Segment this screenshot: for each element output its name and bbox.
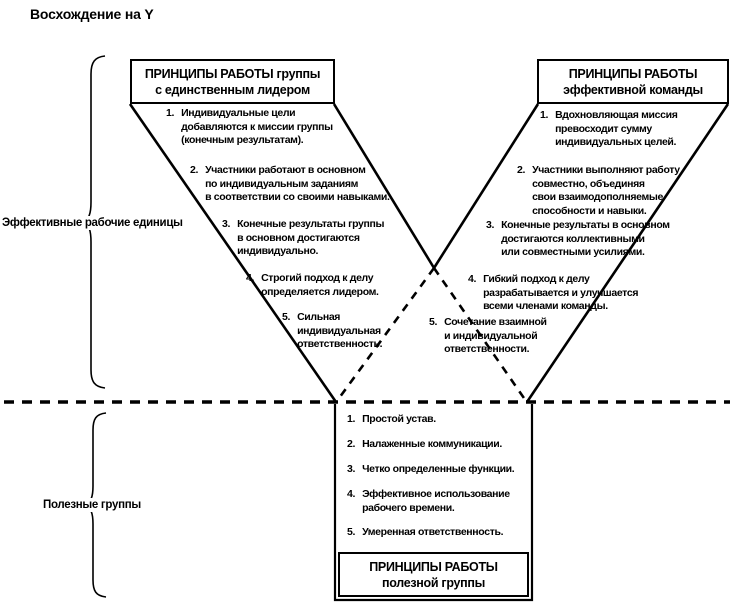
item-number: 3. [347,463,356,475]
list-item: 4. Эффективное использование рабочего вр… [347,488,510,515]
list-item: 4. Гибкий подход к делу разрабатывается … [468,273,638,314]
list-item: 3. Конечные результаты группы в основном… [222,218,384,259]
box-team-title-line1: ПРИНЦИПЫ РАБОТЫ [568,66,698,81]
box-useful-title-line2: полезной группы [381,575,486,590]
list-item: 3. Конечные результаты в основном достиг… [486,219,670,260]
item-number: 2. [190,164,199,176]
list-item: 4. Строгий подход к делу определяется ли… [246,272,379,299]
item-text: Эффективное использование рабочего време… [362,488,510,514]
dashed-line-right [432,267,528,402]
item-text: Сильная индивидуальная ответственность. [297,311,383,350]
item-number: 1. [540,109,549,121]
box-leader-title-line1: ПРИНЦИПЫ РАБОТЫ группы [144,66,321,81]
item-text: Участники работают в основном по индивид… [205,164,390,203]
list-item: 1. Индивидуальные цели добавляются к мис… [166,107,333,148]
item-text: Индивидуальные цели добавляются к миссии… [181,107,333,146]
list-item: 3. Четко определенные функции. [347,463,515,477]
item-number: 4. [246,272,255,284]
item-text: Участники выполняют работу совместно, об… [532,164,680,217]
list-item: 2. Налаженные коммуникации. [347,438,502,452]
item-text: Простой устав. [362,413,436,425]
list-item: 5. Сильная индивидуальная ответственност… [282,311,383,352]
item-text: Сочетание взаимной и индивидуальной отве… [444,316,547,355]
item-text: Гибкий подход к делу разрабатывается и у… [483,273,639,312]
box-effective-team-title: ПРИНЦИПЫ РАБОТЫ эффективной команды [537,59,729,104]
item-number: 3. [486,219,495,231]
list-item: 2. Участники работают в основном по инди… [190,164,390,205]
line-right-inner [432,103,540,269]
item-text: Четко определенные функции. [362,463,515,475]
item-text: Конечные результаты в основном достигают… [501,219,670,258]
list-item: 1. Вдохновляющая миссия превосходит сумм… [540,109,678,150]
item-number: 3. [222,218,231,230]
item-number: 2. [347,438,356,450]
item-number: 4. [468,273,477,285]
item-text: Конечные результаты группы в основном до… [237,218,385,257]
item-text: Строгий подход к делу определяется лидер… [261,272,379,298]
list-item: 5. Сочетание взаимной и индивидуальной о… [429,316,547,357]
item-number: 5. [347,526,356,538]
box-leader-group-title: ПРИНЦИПЫ РАБОТЫ группы с единственным ли… [130,59,335,104]
bottom-box-frame [333,404,534,602]
box-team-title-line2: эффективной команды [563,82,703,97]
item-number: 5. [282,311,291,323]
page-title: Восхождение на Y [30,6,154,22]
box-leader-title-line2: с единственным лидером [155,82,310,97]
list-item: 2. Участники выполняют работу совместно,… [517,164,680,218]
item-text: Вдохновляющая миссия превосходит сумму и… [555,109,678,148]
line-right-outer [525,103,730,403]
line-left-inner [332,103,436,269]
line-left-outer [128,103,338,403]
dashed-line-left [335,267,436,402]
item-text: Умеренная ответственность. [362,526,504,538]
item-number: 2. [517,164,526,176]
item-number: 1. [347,413,356,425]
item-number: 1. [166,107,175,119]
list-item: 1. Простой устав. [347,413,436,427]
item-text: Налаженные коммуникации. [362,438,502,450]
label-effective-work-units: Эффективные рабочие единицы [2,216,186,230]
item-number: 5. [429,316,438,328]
list-item: 5. Умеренная ответственность. [347,526,504,540]
label-useful-groups: Полезные группы [43,498,144,512]
item-number: 4. [347,488,356,500]
box-useful-group-title: ПРИНЦИПЫ РАБОТЫ полезной группы [338,552,529,597]
box-useful-title-line1: ПРИНЦИПЫ РАБОТЫ [369,559,498,574]
